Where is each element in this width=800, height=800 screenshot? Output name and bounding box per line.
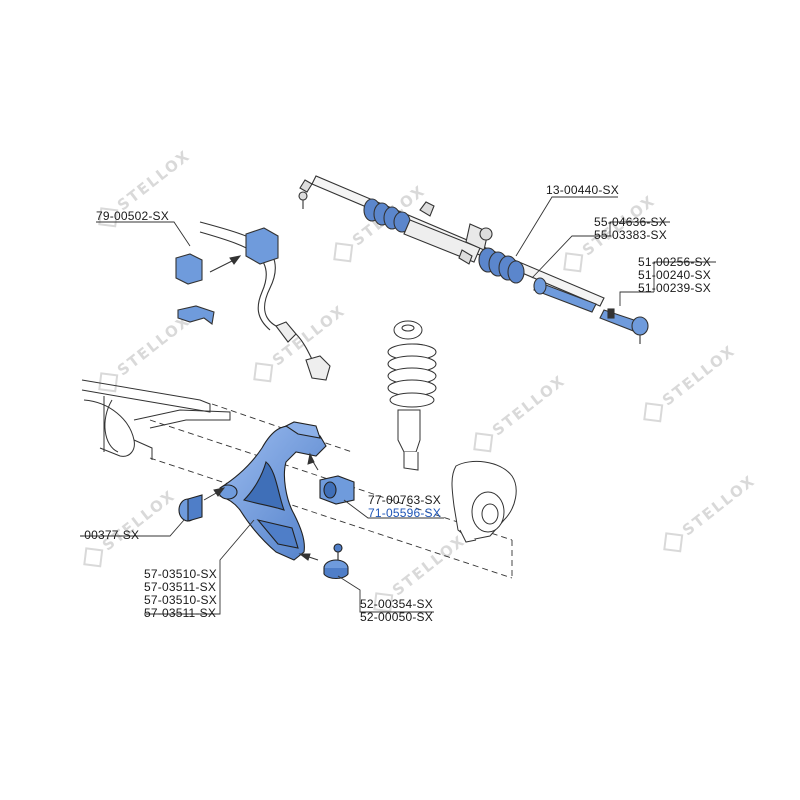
label-ball-joint-b: 52-00050-SX bbox=[360, 610, 433, 624]
label-rack-boot-b: 55-03383-SX bbox=[594, 228, 667, 242]
label-tie-rod-end-c: 51-00239-SX bbox=[638, 281, 711, 295]
leader-lines bbox=[80, 196, 716, 615]
label-arm-bushing-rear-b: 71-05596-SX bbox=[368, 506, 441, 520]
label-control-arm-b: 57-03511-SX bbox=[144, 580, 217, 594]
label-tie-rod-end-a: 51-00256-SX bbox=[638, 255, 711, 269]
bushing-arrow bbox=[209, 255, 242, 273]
label-control-arm-d: 57-03511-SX bbox=[144, 606, 217, 620]
label-arm-bushing-rear-a: 77-00763-SX bbox=[368, 493, 441, 507]
ball-joint bbox=[323, 543, 349, 580]
arm-bushings bbox=[178, 475, 355, 522]
label-stabilizer-bushing: 79-00502-SX bbox=[96, 209, 169, 223]
label-ball-joint-a: 52-00354-SX bbox=[360, 597, 433, 611]
label-steering-rack: 13-00440-SX bbox=[546, 183, 619, 197]
steering-rack bbox=[298, 175, 649, 344]
control-arm bbox=[218, 421, 327, 561]
label-control-arm-c: 57-03510-SX bbox=[144, 593, 217, 607]
label-tie-rod-end-b: 51-00240-SX bbox=[638, 268, 711, 282]
arm-arrows bbox=[203, 452, 319, 561]
label-rack-boot-a: 55-04636-SX bbox=[594, 215, 667, 229]
strut-assembly bbox=[387, 320, 517, 543]
subframe bbox=[81, 379, 231, 460]
label-arm-bushing-front: -00377-SX bbox=[80, 528, 140, 542]
stabilizer-bar bbox=[175, 221, 331, 381]
label-control-arm-a: 57-03510-SX bbox=[144, 567, 217, 581]
